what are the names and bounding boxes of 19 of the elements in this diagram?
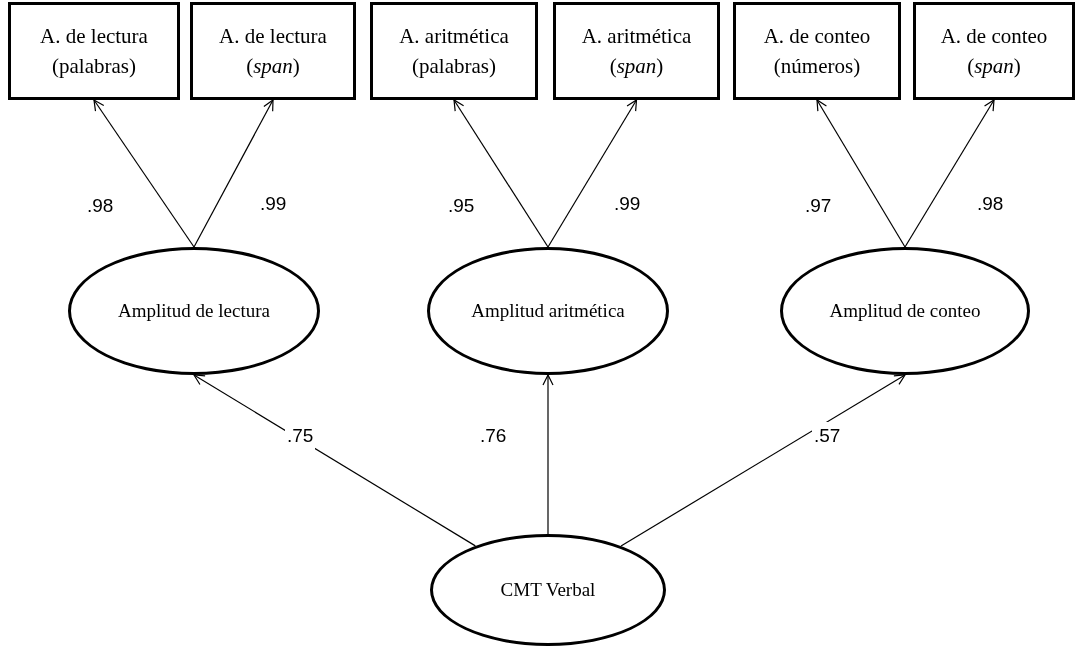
arrow <box>620 374 906 547</box>
observed-variable-box: A. de lectura (span) <box>190 2 356 100</box>
arrow <box>547 99 638 248</box>
latent-variable-ellipse: Amplitud de lectura <box>68 247 320 375</box>
observed-variable-box: A. aritmética (span) <box>553 2 720 100</box>
arrow <box>816 99 906 248</box>
observed-variable-box: A. aritmética (palabras) <box>370 2 538 100</box>
latent-variable-ellipse: CMT Verbal <box>430 534 666 646</box>
latent-variable-ellipse: Amplitud aritmética <box>427 247 669 375</box>
arrow <box>93 99 195 248</box>
observed-variable-box: A. de conteo (span) <box>913 2 1075 100</box>
observed-variable-box: A. de lectura (palabras) <box>8 2 180 100</box>
latent-variable-ellipse: Amplitud de conteo <box>780 247 1030 375</box>
arrow <box>453 99 549 248</box>
observed-variable-box: A. de conteo (números) <box>733 2 901 100</box>
arrow <box>542 374 554 535</box>
arrow <box>193 374 476 547</box>
arrow <box>193 99 274 248</box>
arrow <box>904 99 995 248</box>
